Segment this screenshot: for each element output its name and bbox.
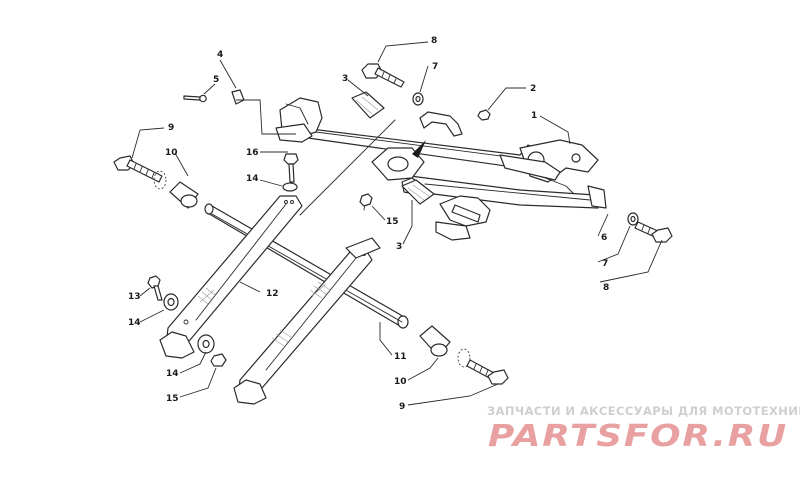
callout-15-upper: 15: [386, 217, 399, 227]
callout-9-lower: 9: [399, 402, 405, 412]
callout-6: 6: [601, 233, 607, 243]
hardware-left-lower: [147, 275, 227, 367]
callout-5: 5: [213, 75, 219, 85]
strut-left: [159, 195, 303, 359]
bolt-part-9-right: [466, 359, 509, 385]
nut-part-15-upper: [359, 193, 373, 207]
hardware-part-16: [282, 153, 299, 192]
bolt-part-8-right: [634, 221, 673, 243]
callout-4: 4: [217, 50, 223, 60]
callout-3-upper: 3: [342, 74, 348, 84]
bushing-part-10-left: [169, 181, 199, 209]
front-arm-assembly: [275, 97, 607, 241]
callout-14-lower: 14: [166, 369, 179, 379]
callout-11: 11: [394, 352, 407, 362]
sleeve-part-3-lower: [401, 179, 435, 205]
callout-1: 1: [531, 111, 537, 121]
dashed-washer-right: [457, 348, 471, 368]
bolt-part-9-left: [113, 155, 163, 183]
washer-part-7-top: [412, 92, 424, 106]
callout-10-lower: 10: [394, 377, 407, 387]
callout-7-upper: 7: [432, 62, 438, 72]
callout-9-upper: 9: [168, 123, 174, 133]
washer-part-7-right: [627, 212, 639, 226]
dashed-washer-left: [153, 170, 167, 190]
arrow-indicator: [412, 140, 426, 158]
callout-2: 2: [530, 84, 536, 94]
watermark-logo: PARTSFOR.RU: [488, 419, 788, 454]
callout-8-upper: 8: [431, 36, 437, 46]
bolt-part-8-top: [361, 63, 405, 88]
watermark-logo-text: PARTSFOR.RU: [488, 419, 788, 454]
leader-lines: [131, 41, 663, 406]
nut-part-2: [477, 109, 491, 121]
callout-16: 16: [246, 148, 259, 158]
callout-3-lower: 3: [396, 242, 402, 252]
callout-labels: 4 5 3 8 7 2 1 9 10 16 14 15 3 6 7 8 13 1…: [128, 36, 609, 412]
callout-10-upper: 10: [165, 148, 178, 158]
strut-right: [233, 237, 381, 405]
callout-14-upper: 14: [246, 174, 259, 184]
clip-part-4: [231, 89, 245, 105]
callout-7-lower: 7: [602, 259, 608, 269]
callout-14-left: 14: [128, 318, 141, 328]
callout-8-lower: 8: [603, 283, 609, 293]
sleeve-part-3-upper: [351, 91, 385, 119]
callout-12: 12: [266, 289, 279, 299]
callout-15-lower: 15: [166, 394, 179, 404]
pin-part-5: [183, 94, 207, 103]
watermark-subtitle: ЗАПЧАСТИ И АКСЕССУАРЫ ДЛЯ МОТОТЕХНИКИ: [487, 404, 800, 418]
bushing-part-10-right: [419, 325, 451, 357]
callout-13: 13: [128, 292, 141, 302]
